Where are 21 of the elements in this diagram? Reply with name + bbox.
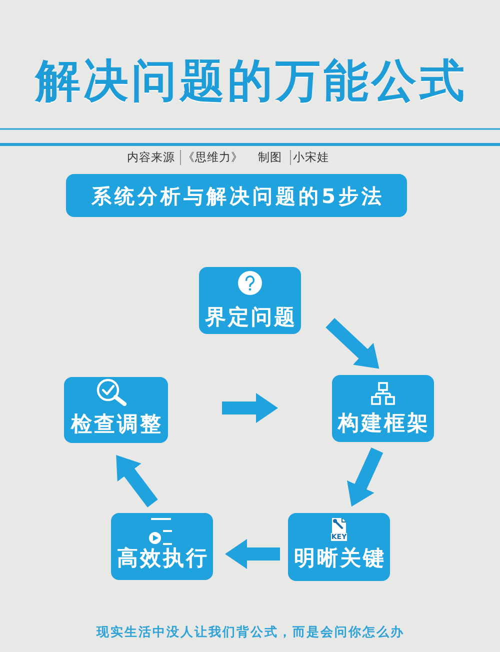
step-title: 检查调整 bbox=[70, 412, 163, 437]
banner-title: 系统分析与解决问题的5步法 bbox=[90, 182, 384, 208]
page-title: 解决问题的万能公式 bbox=[34, 53, 468, 109]
credit-text: 内容来源 bbox=[127, 150, 175, 165]
step-title: 构建框架 bbox=[336, 411, 430, 436]
caption-text: 现实生活中没人让我们背公式，而是会问你怎么办 bbox=[96, 623, 404, 640]
step-box bbox=[111, 513, 213, 580]
block-arrow bbox=[222, 393, 278, 423]
block-arrow bbox=[225, 539, 280, 569]
step-box bbox=[199, 267, 301, 334]
title-banner bbox=[66, 174, 407, 217]
credit-text: 制图 bbox=[258, 150, 282, 165]
block-arrow bbox=[346, 448, 384, 510]
step-title: 高效执行 bbox=[116, 546, 209, 571]
step-box bbox=[288, 513, 390, 581]
step-box bbox=[64, 377, 168, 443]
step-title: 明晰关键 bbox=[293, 546, 386, 571]
step-title: 界定问题 bbox=[204, 305, 297, 330]
credit-text: 《思维力》 bbox=[183, 150, 243, 165]
credit-text: 小宋娃 bbox=[293, 150, 329, 165]
step-box bbox=[332, 375, 434, 442]
